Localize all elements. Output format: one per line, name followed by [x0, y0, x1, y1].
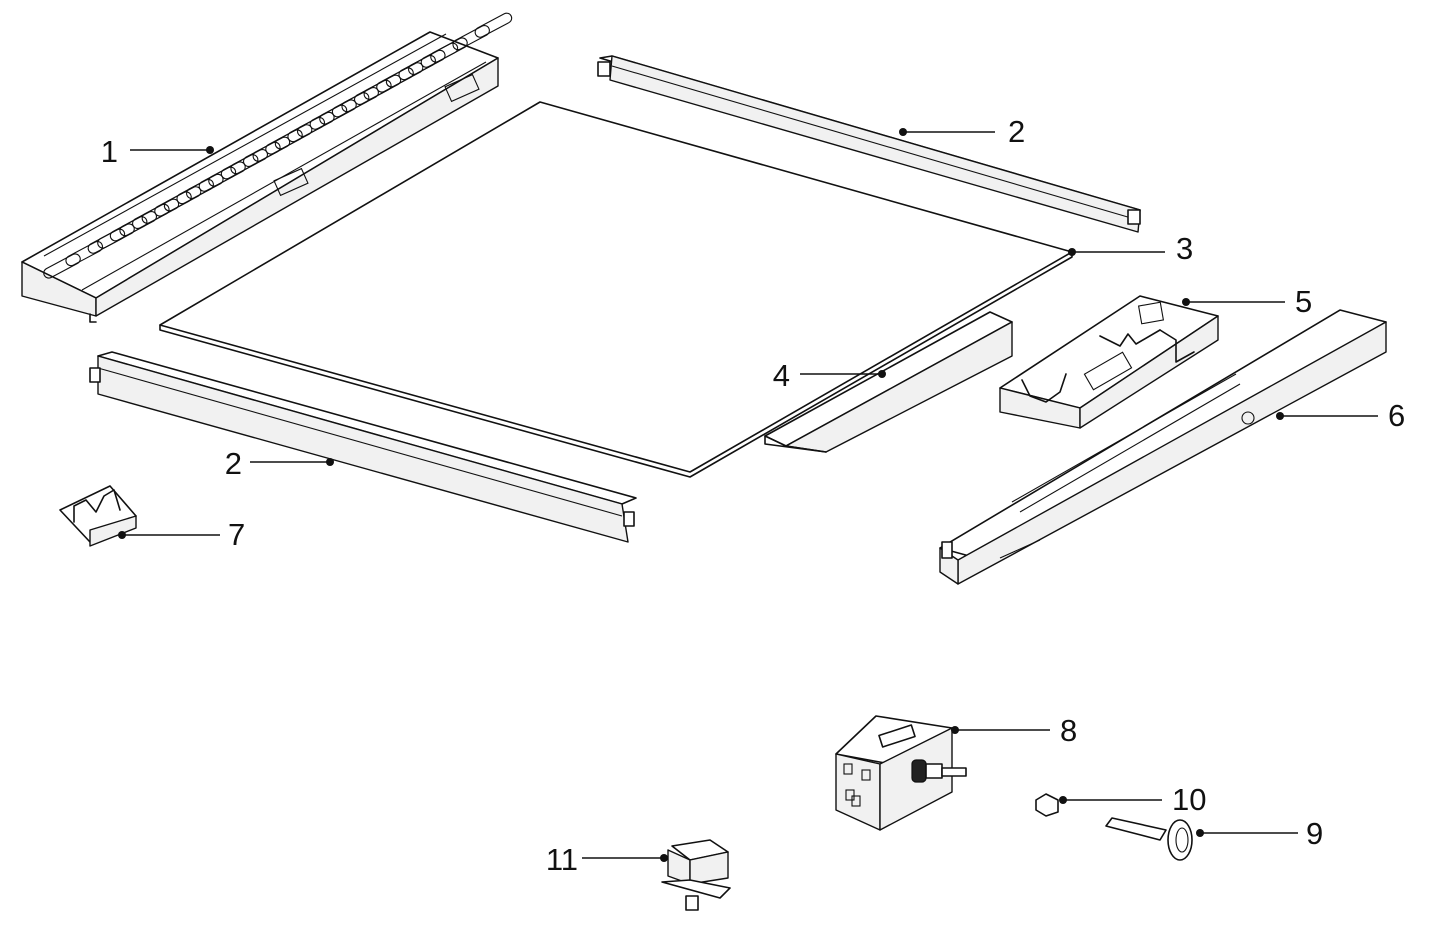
callout-8: 8 — [951, 713, 1077, 748]
callout-number: 2 — [225, 446, 242, 481]
callout-4: 4 — [773, 358, 886, 393]
callout-number: 7 — [228, 517, 245, 552]
vent-slot — [287, 117, 325, 143]
callout-number: 3 — [1176, 231, 1193, 266]
part-11-rocker-switch — [661, 839, 731, 911]
callout-6: 6 — [1276, 398, 1405, 433]
callout-10: 10 — [1059, 782, 1206, 817]
callout-number: 9 — [1306, 816, 1323, 851]
callout-number: 6 — [1388, 398, 1405, 433]
vent-slot — [43, 253, 81, 279]
callout-2: 2 — [899, 114, 1025, 149]
part-2-front-rail — [89, 351, 637, 543]
part-6-control-housing — [939, 309, 1387, 585]
callout-9: 9 — [1196, 816, 1323, 851]
vent-slot — [376, 67, 414, 93]
vent-slot — [176, 179, 214, 205]
callout-number: 1 — [101, 134, 118, 169]
vent-slot — [87, 228, 126, 254]
leader-dot — [118, 531, 126, 539]
vent-slot — [65, 241, 103, 267]
callout-number: 5 — [1295, 284, 1312, 319]
leader-dot — [951, 726, 959, 734]
part-10-cap — [1035, 793, 1059, 817]
leader-dot — [899, 128, 907, 136]
callout-number: 8 — [1060, 713, 1077, 748]
callout-number: 4 — [773, 358, 790, 393]
leader-dot — [206, 146, 214, 154]
vent-slot — [154, 191, 192, 217]
part-2-rear-rail — [597, 55, 1141, 233]
vent-slot — [309, 104, 348, 130]
vent-slot — [474, 12, 513, 38]
vent-slot — [243, 141, 281, 167]
vent-slot — [398, 55, 436, 81]
leader-dot — [1196, 829, 1204, 837]
part-4-foam-block — [764, 311, 1013, 453]
leader-dot — [1276, 412, 1284, 420]
callout-5: 5 — [1182, 284, 1312, 319]
vent-slot — [354, 79, 392, 105]
leader-dot — [660, 854, 668, 862]
vent-slot — [452, 25, 490, 51]
callout-1: 1 — [101, 134, 214, 169]
vent-slot — [331, 92, 370, 118]
callout-number: 10 — [1172, 782, 1206, 817]
part-7-clip — [59, 485, 137, 547]
callout-layer: 1 2 3 4 5 2 6 7 8 10 9 11 — [101, 114, 1406, 877]
part-8-thermostat — [835, 715, 967, 831]
vent-slot — [420, 42, 459, 68]
callout-11: 11 — [546, 842, 668, 877]
leader-dot — [1068, 248, 1076, 256]
leader-dot — [1059, 796, 1067, 804]
callout-7: 7 — [118, 517, 245, 552]
vent-slot — [132, 203, 170, 229]
leader-dot — [1182, 298, 1190, 306]
vent-slot — [265, 129, 303, 155]
vent-slot — [109, 216, 148, 242]
callout-2: 2 — [225, 446, 334, 481]
vent-slot — [198, 166, 237, 192]
vent-slot — [220, 154, 259, 180]
part-5-switch-bracket — [999, 295, 1219, 429]
callout-3: 3 — [1068, 231, 1193, 266]
leader-dot — [878, 370, 886, 378]
callout-number: 11 — [546, 842, 578, 877]
leader-dot — [326, 458, 334, 466]
callout-number: 2 — [1008, 114, 1025, 149]
part-1-vent-grille — [21, 12, 513, 323]
part-9-knob-shaft — [1105, 817, 1193, 861]
vent-slots — [43, 12, 513, 279]
